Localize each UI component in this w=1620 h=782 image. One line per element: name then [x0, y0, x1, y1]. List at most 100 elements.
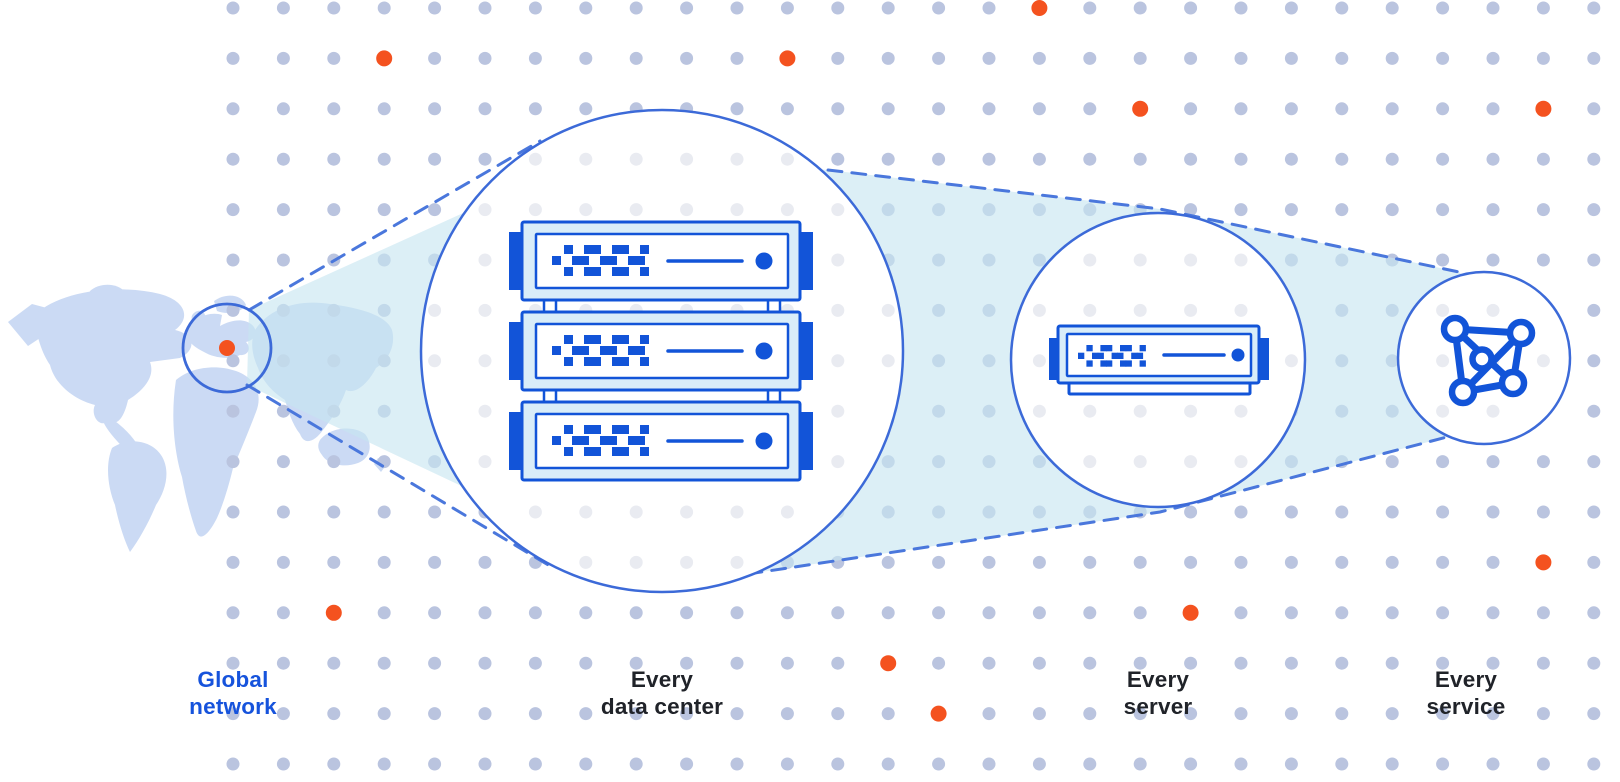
grid-dot	[1587, 505, 1601, 519]
grid-dot	[1436, 152, 1450, 166]
grid-dot	[831, 656, 845, 670]
grid-dot	[1234, 152, 1248, 166]
faint-dot	[1083, 455, 1097, 469]
grid-dot	[1486, 455, 1500, 469]
grid-dot	[1083, 757, 1097, 771]
grid-dot	[1234, 707, 1248, 721]
grid-dot	[680, 757, 694, 771]
grid-dot	[1234, 505, 1248, 519]
faint-dot	[831, 354, 845, 368]
grid-dot	[478, 102, 492, 116]
faint-dot	[478, 404, 492, 418]
grid-dot	[932, 1, 946, 15]
grid-dot	[831, 757, 845, 771]
faint-dot	[730, 203, 744, 217]
faint-dot	[579, 555, 593, 569]
grid-dot	[1335, 203, 1349, 217]
grid-dot	[1032, 656, 1046, 670]
faint-dot	[780, 152, 794, 166]
grid-dot	[680, 606, 694, 620]
grid-dot	[831, 707, 845, 721]
grid-dot	[881, 1, 895, 15]
grid-dot	[780, 1, 794, 15]
grid-dot	[1133, 757, 1147, 771]
grid-dot	[428, 102, 442, 116]
grid-dot	[579, 606, 593, 620]
grid-dot	[478, 707, 492, 721]
grid-dot	[1184, 656, 1198, 670]
faint-dot	[831, 203, 845, 217]
grid-dot	[1536, 505, 1550, 519]
grid-dot	[226, 555, 240, 569]
grid-dot	[327, 707, 341, 721]
grid-dot	[1284, 203, 1298, 217]
orange-dot	[325, 604, 342, 621]
faint-dot	[680, 203, 694, 217]
grid-dot	[1536, 455, 1550, 469]
grid-dot	[1133, 51, 1147, 65]
grid-dot	[1032, 757, 1046, 771]
grid-dot	[276, 505, 290, 519]
grid-dot	[478, 555, 492, 569]
grid-dot	[1486, 1, 1500, 15]
faint-dot	[1184, 253, 1198, 267]
grid-dot	[1587, 606, 1601, 620]
faint-dot	[629, 203, 643, 217]
grid-dot	[377, 707, 391, 721]
grid-dot	[1486, 102, 1500, 116]
grid-dot	[982, 707, 996, 721]
grid-dot	[1587, 455, 1601, 469]
grid-dot	[377, 102, 391, 116]
grid-dot	[1385, 152, 1399, 166]
label-every-data-center-line2: data center	[600, 694, 724, 719]
grid-dot	[528, 102, 542, 116]
grid-dot	[1385, 203, 1399, 217]
grid-dot	[1184, 505, 1198, 519]
grid-dot	[1385, 455, 1399, 469]
grid-dot	[1436, 51, 1450, 65]
grid-dot	[276, 51, 290, 65]
grid-dot	[1284, 555, 1298, 569]
grid-dot	[1032, 606, 1046, 620]
grid-dot	[629, 1, 643, 15]
dashed-guide-bottom-left	[245, 383, 552, 568]
map-south-america	[108, 441, 167, 552]
grid-dot	[1184, 757, 1198, 771]
grid-dot	[1335, 757, 1349, 771]
grid-dot	[680, 1, 694, 15]
grid-dot	[1436, 203, 1450, 217]
grid-dot	[1133, 606, 1147, 620]
grid-dot	[1083, 555, 1097, 569]
grid-dot	[1436, 505, 1450, 519]
grid-dot	[1234, 203, 1248, 217]
grid-dot	[1133, 152, 1147, 166]
grid-dot	[881, 757, 895, 771]
label-every-service-line2: service	[1426, 694, 1506, 719]
faint-dot	[680, 555, 694, 569]
grid-dot	[579, 1, 593, 15]
grid-dot	[1184, 1, 1198, 15]
grid-dot	[377, 606, 391, 620]
grid-dot	[428, 1, 442, 15]
faint-dot	[730, 555, 744, 569]
grid-dot	[327, 505, 341, 519]
faint-dot	[730, 505, 744, 519]
grid-dot	[528, 757, 542, 771]
label-global-network: Global network	[123, 666, 343, 720]
grid-dot	[428, 505, 442, 519]
grid-dot	[932, 152, 946, 166]
grid-dot	[1032, 555, 1046, 569]
grid-dot	[327, 656, 341, 670]
grid-dot	[226, 1, 240, 15]
grid-dot	[1587, 707, 1601, 721]
grid-dot	[579, 51, 593, 65]
grid-dot	[1184, 152, 1198, 166]
global-network-circle	[181, 302, 273, 394]
grid-dot	[377, 555, 391, 569]
grid-dot	[780, 606, 794, 620]
faint-dot	[579, 505, 593, 519]
grid-dot	[1436, 757, 1450, 771]
grid-dot	[1184, 102, 1198, 116]
grid-dot	[881, 606, 895, 620]
grid-dot	[932, 757, 946, 771]
